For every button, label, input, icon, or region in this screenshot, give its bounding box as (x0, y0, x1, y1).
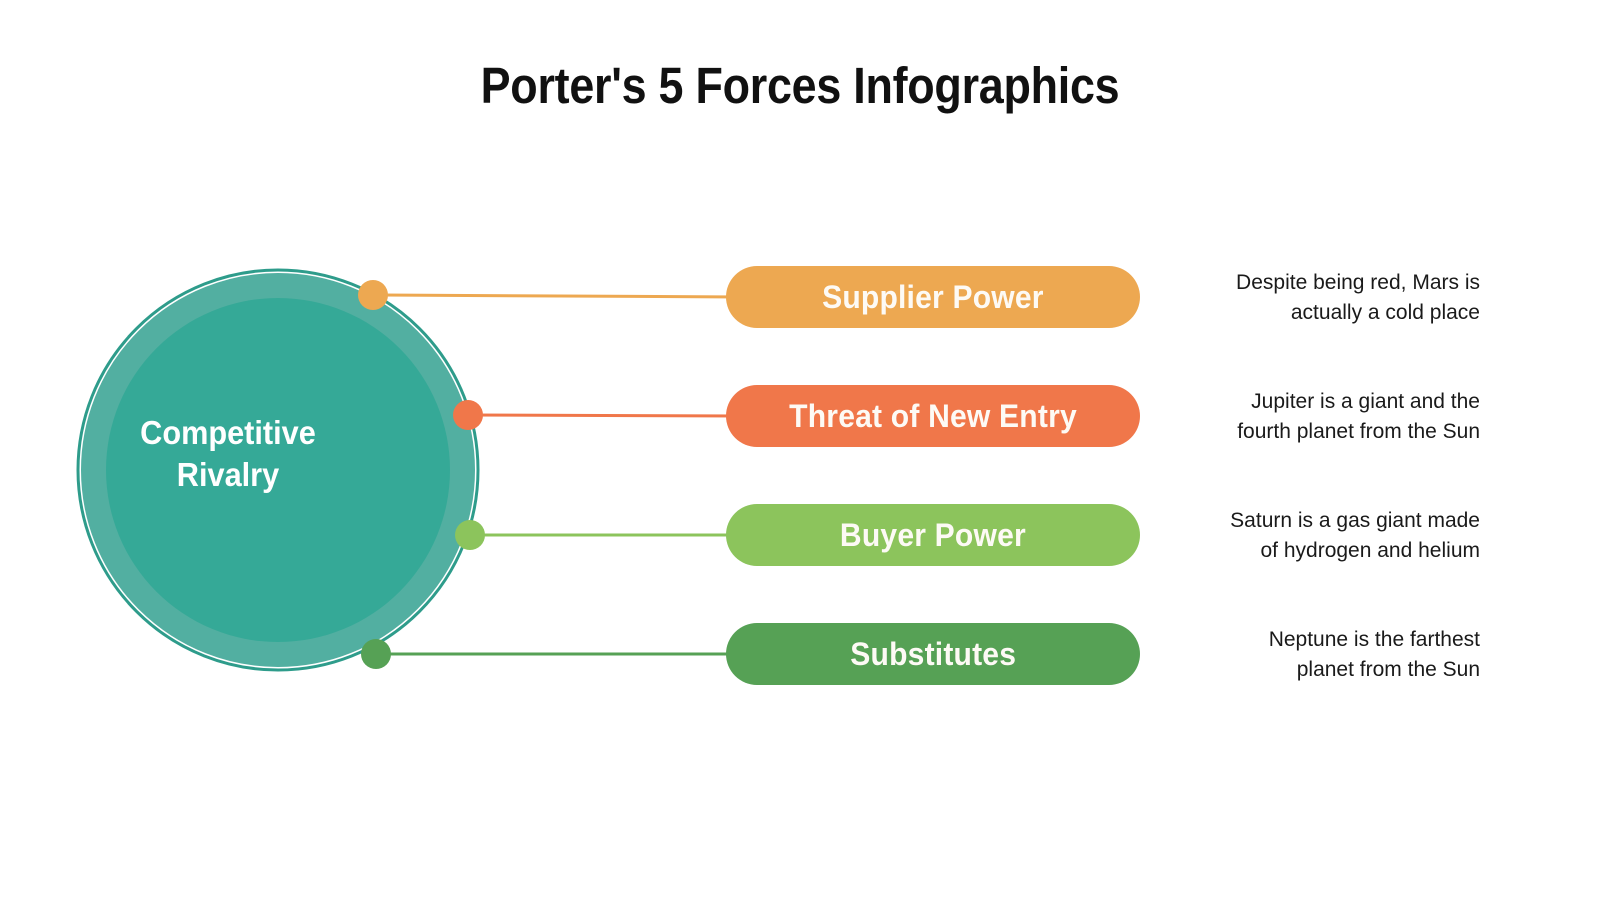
node-dot-buyer-power[interactable] (455, 520, 485, 550)
description-line2: of hydrogen and helium (1260, 539, 1481, 563)
outer-ring-circle (76, 268, 480, 672)
middle-ring-circle (81, 273, 475, 667)
force-pill-buyer-power[interactable]: Buyer Power (726, 504, 1140, 566)
description-line1: Saturn is a gas giant made (1230, 509, 1480, 532)
force-row-buyer-power: Buyer Power Saturn is a gas giant made o… (0, 504, 1600, 568)
force-label: Substitutes (850, 635, 1016, 672)
circle-graphic (76, 268, 480, 672)
force-label: Threat of New Entry (789, 397, 1077, 434)
force-description: Jupiter is a giant and the fourth planet… (1166, 387, 1480, 448)
description-line1: Despite being red, Mars is (1236, 271, 1480, 294)
force-row-substitutes: Substitutes Neptune is the farthest plan… (0, 623, 1600, 687)
force-pill-threat-of-new-entry[interactable]: Threat of New Entry (726, 385, 1140, 447)
inner-disc-circle (106, 298, 450, 642)
force-pill-supplier-power[interactable]: Supplier Power (726, 266, 1140, 328)
description-line2: planet from the Sun (1296, 658, 1480, 682)
force-description: Despite being red, Mars is actually a co… (1166, 268, 1480, 329)
force-label: Supplier Power (822, 278, 1044, 315)
node-dot-substitutes[interactable] (361, 639, 391, 669)
node-dot-threat-of-new-entry[interactable] (453, 400, 483, 430)
force-pill-substitutes[interactable]: Substitutes (726, 623, 1140, 685)
description-line1: Jupiter is a giant and the (1251, 390, 1480, 413)
description-line2: actually a cold place (1290, 301, 1480, 325)
force-row-supplier-power: Supplier Power Despite being red, Mars i… (0, 266, 1600, 330)
node-dot-supplier-power[interactable] (358, 280, 388, 310)
force-description: Saturn is a gas giant made of hydrogen a… (1166, 506, 1480, 567)
description-line1: Neptune is the farthest (1268, 628, 1480, 651)
description-line2: fourth planet from the Sun (1237, 420, 1480, 444)
page-title: Porter's 5 Forces Infographics (480, 57, 1120, 114)
force-row-threat-of-new-entry: Threat of New Entry Jupiter is a giant a… (0, 385, 1600, 449)
force-description: Neptune is the farthest planet from the … (1166, 625, 1480, 686)
force-label: Buyer Power (840, 516, 1026, 553)
